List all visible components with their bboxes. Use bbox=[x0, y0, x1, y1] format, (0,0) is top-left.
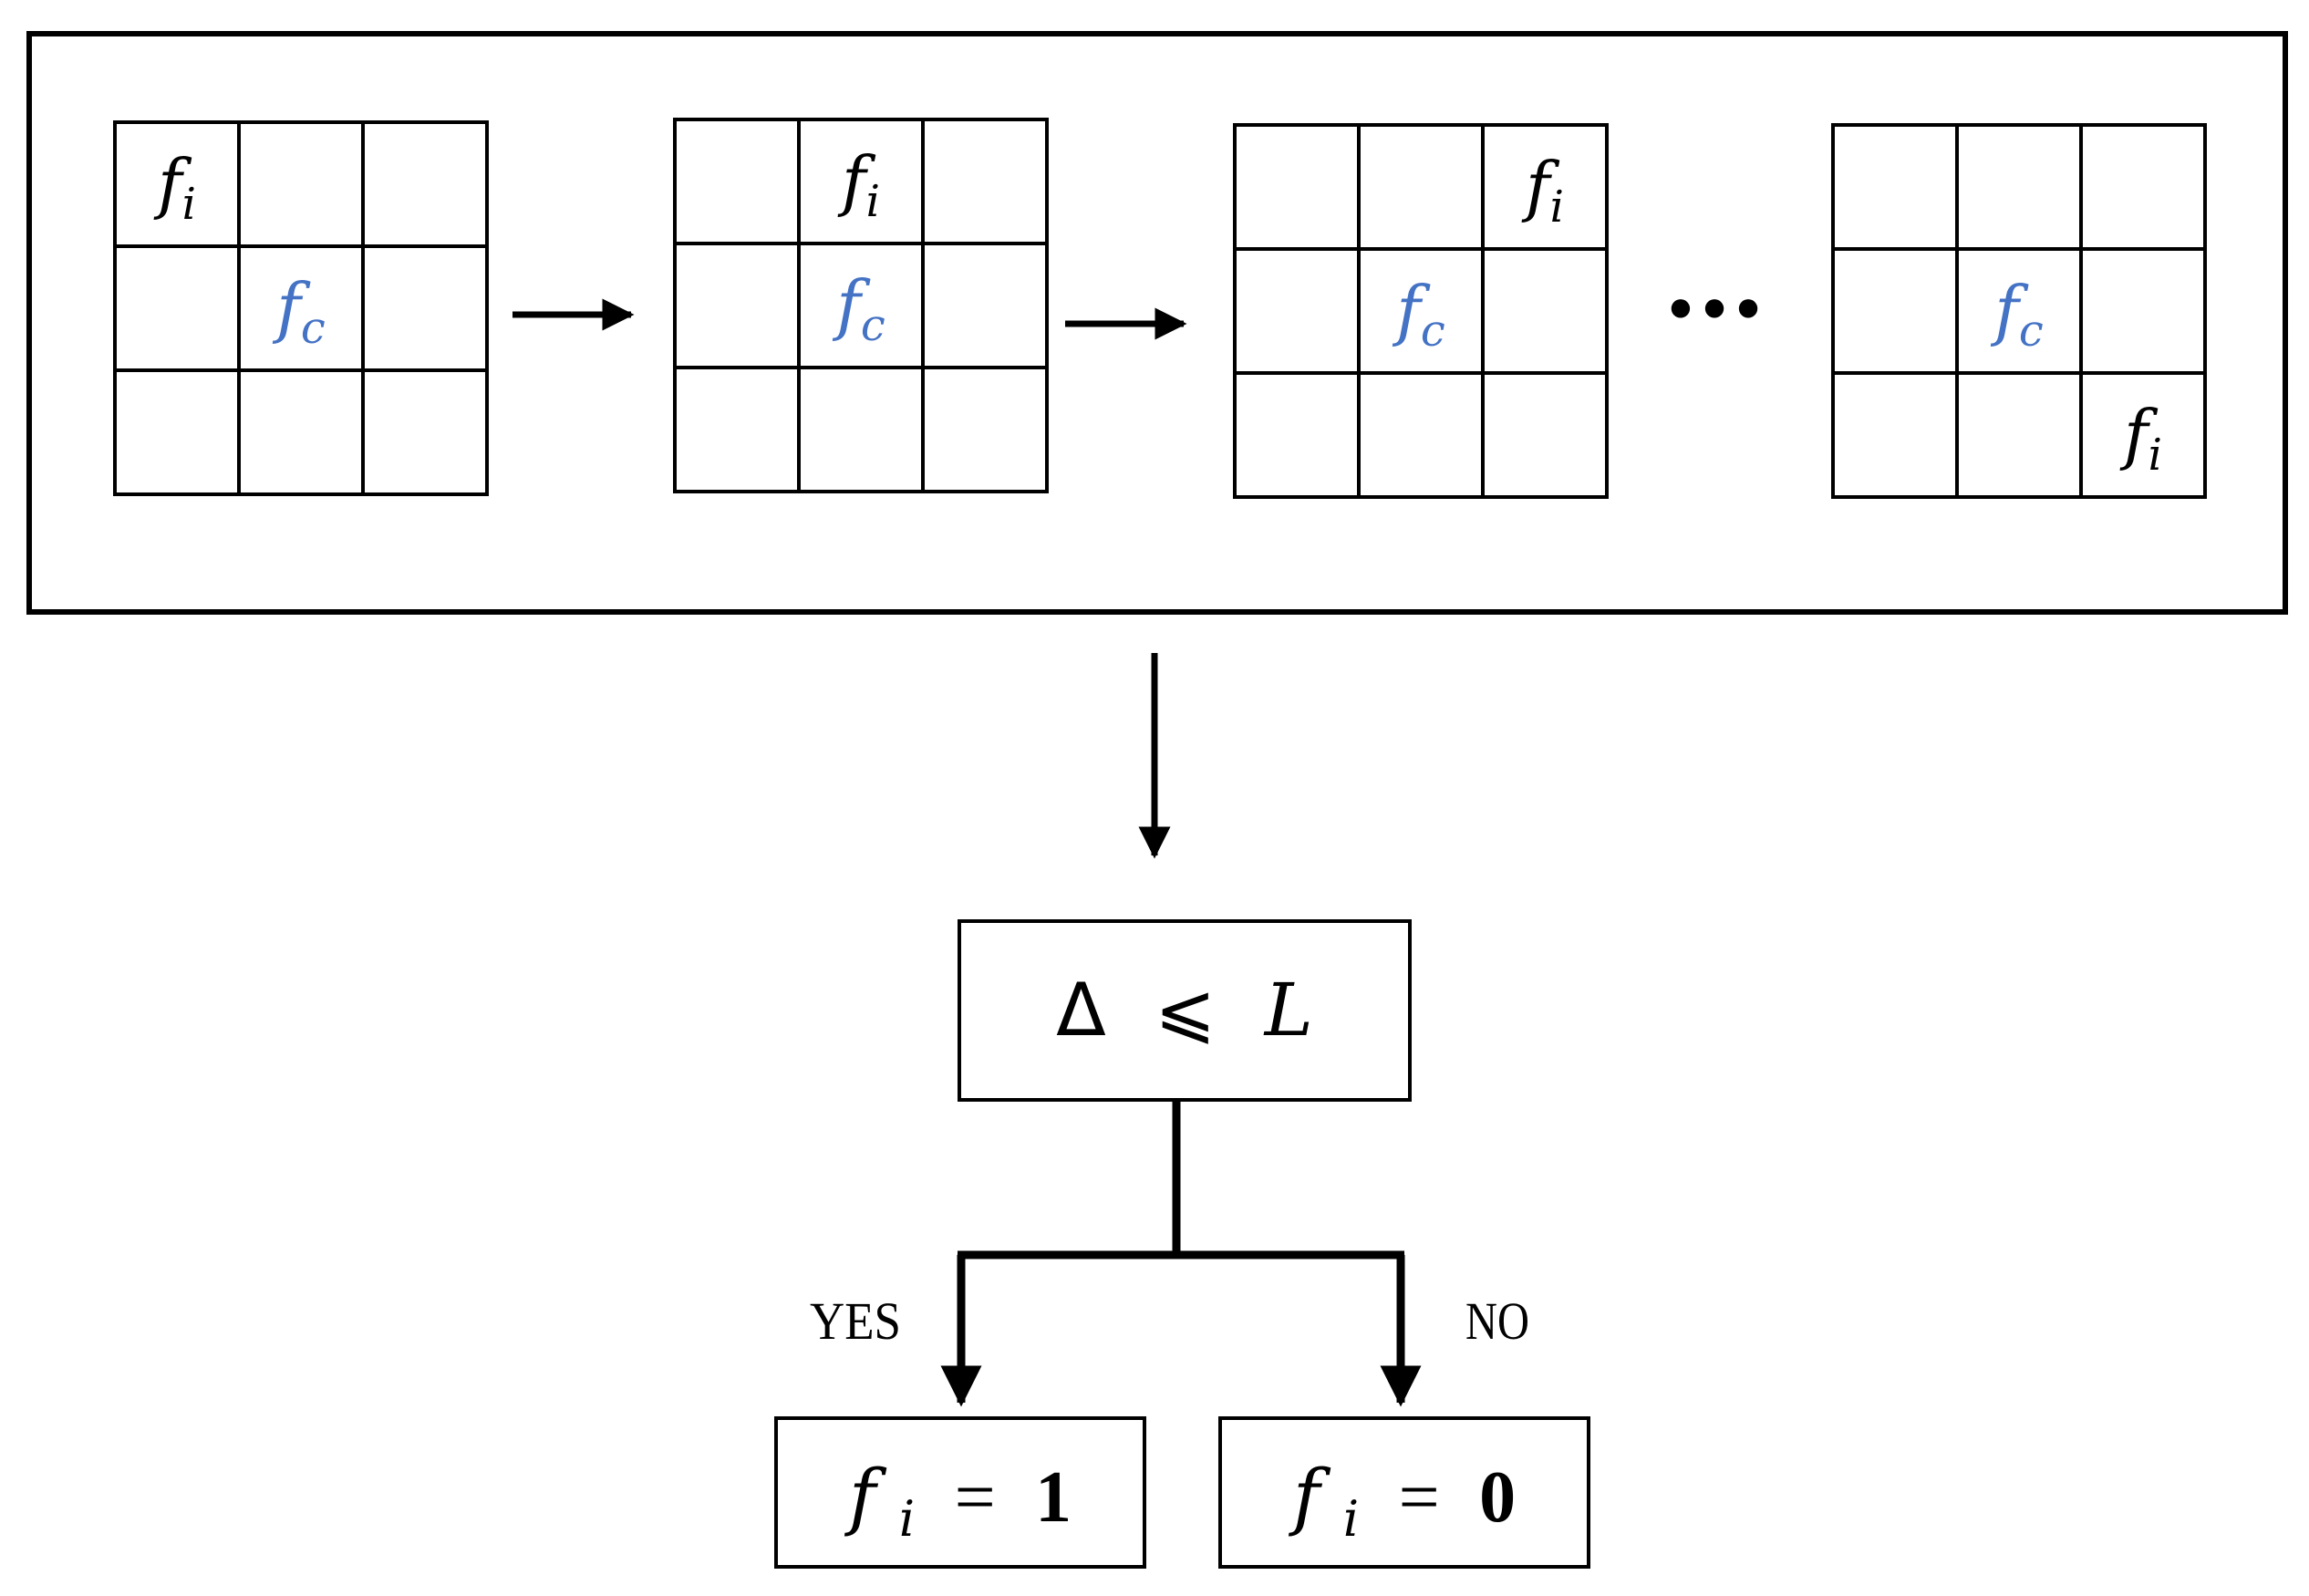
grid-cell bbox=[1955, 247, 2083, 375]
grid-cell bbox=[1233, 247, 1361, 375]
grid-cell bbox=[1233, 123, 1361, 251]
grid-cell bbox=[1831, 247, 1959, 375]
window-sequence-container bbox=[26, 31, 2288, 615]
grid-cell bbox=[2079, 123, 2207, 251]
grid-cell bbox=[1481, 247, 1609, 375]
grid-cell bbox=[921, 366, 1049, 493]
grid-cell bbox=[113, 244, 241, 372]
grid-cell bbox=[2079, 371, 2207, 499]
grid-cell bbox=[2079, 247, 2207, 375]
grid-cell bbox=[1955, 371, 2083, 499]
condition-text: Δ ⩽ L bbox=[1056, 968, 1313, 1052]
result-no-eq: = bbox=[1399, 1457, 1440, 1538]
grid-cell bbox=[1233, 371, 1361, 499]
grid-cell bbox=[361, 120, 489, 248]
grid-cell bbox=[361, 368, 489, 496]
grid-cell bbox=[1357, 123, 1485, 251]
decision-branches bbox=[940, 1100, 1422, 1407]
condition-threshold: L bbox=[1263, 968, 1313, 1052]
condition-delta: Δ bbox=[1056, 968, 1106, 1052]
grid-cell bbox=[1357, 247, 1485, 375]
ellipsis: ••• bbox=[1663, 279, 1765, 341]
grid-cell bbox=[237, 368, 365, 496]
result-yes-eq: = bbox=[955, 1457, 996, 1538]
no-label: NO bbox=[1465, 1291, 1529, 1351]
result-no-sub: i bbox=[1343, 1490, 1359, 1548]
grid-cell bbox=[673, 118, 801, 245]
result-yes-var: f bbox=[844, 1454, 887, 1539]
grid-cell bbox=[1357, 371, 1485, 499]
grid-cell bbox=[1831, 371, 1959, 499]
grid-cell bbox=[113, 368, 241, 496]
grid-cell bbox=[1831, 123, 1959, 251]
result-yes-box bbox=[774, 1416, 1146, 1569]
result-no-var: f bbox=[1289, 1454, 1331, 1539]
grid-cell bbox=[1481, 371, 1609, 499]
grid-cell bbox=[1955, 123, 2083, 251]
grid-cell bbox=[797, 366, 925, 493]
center-pixel-label: fc bbox=[832, 266, 885, 351]
result-yes-text: f i = 1 bbox=[844, 1454, 1072, 1553]
yes-label: YES bbox=[810, 1291, 901, 1351]
grid-cell bbox=[361, 244, 489, 372]
condition-operator: ⩽ bbox=[1154, 968, 1216, 1052]
grid-cell bbox=[921, 118, 1049, 245]
grid-cell bbox=[237, 120, 365, 248]
result-yes-sub: i bbox=[899, 1490, 915, 1548]
grid-cell bbox=[797, 242, 925, 369]
result-no-box bbox=[1218, 1416, 1590, 1569]
grid-cell bbox=[921, 242, 1049, 369]
condition-box bbox=[958, 919, 1412, 1102]
grid-cell bbox=[1481, 123, 1609, 251]
result-no-value: 0 bbox=[1479, 1457, 1516, 1538]
sequence-arrows bbox=[513, 298, 1187, 340]
grid-cell bbox=[673, 242, 801, 369]
result-yes-value: 1 bbox=[1035, 1457, 1072, 1538]
result-no-text: f i = 0 bbox=[1289, 1454, 1516, 1553]
grid-cell bbox=[673, 366, 801, 493]
